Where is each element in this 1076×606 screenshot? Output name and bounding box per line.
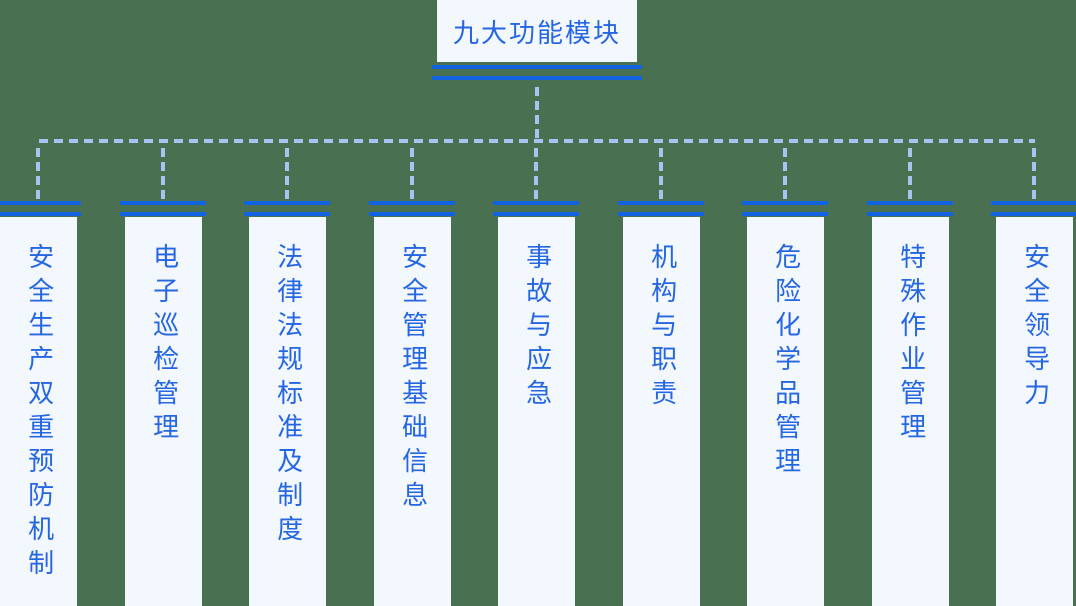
column-rule-top [244, 201, 330, 205]
root-underline-top [432, 65, 642, 69]
module-label: 特殊作业管理 [895, 243, 926, 447]
module-label: 安全领导力 [1019, 243, 1050, 413]
module-panel: 危险化学品管理 [746, 217, 824, 606]
column-rule-bottom [867, 212, 953, 216]
column-rule-top [369, 201, 455, 205]
module-col-2: 电子巡检管理 [120, 139, 206, 606]
trunk-connector-line [39, 139, 1035, 143]
module-label: 安全管理基础信息 [397, 243, 428, 515]
column-rule-bottom [991, 212, 1076, 216]
column-rule-top [867, 201, 953, 205]
module-label: 法律法规标准及制度 [272, 243, 303, 549]
module-panel: 机构与职责 [622, 217, 700, 606]
module-label: 机构与职责 [646, 243, 677, 413]
column-rule-bottom [120, 212, 206, 216]
column-rule-top [120, 201, 206, 205]
column-rule-top [493, 201, 579, 205]
branch-connector-line [783, 143, 787, 200]
module-panel: 法律法规标准及制度 [248, 217, 326, 606]
branch-connector-line [36, 143, 40, 200]
branch-connector-line [285, 143, 289, 200]
column-rule-bottom [742, 212, 828, 216]
branch-connector-line [908, 143, 912, 200]
branch-connector-line [659, 143, 663, 200]
branch-connector-line [1032, 143, 1036, 200]
column-rule-bottom [0, 212, 81, 216]
module-label: 安全生产双重预防机制 [23, 243, 54, 583]
root-connector-line [535, 82, 539, 139]
module-panel: 电子巡检管理 [124, 217, 202, 606]
column-rule-top [991, 201, 1076, 205]
module-panel: 安全生产双重预防机制 [0, 217, 77, 606]
branch-connector-line [161, 143, 165, 200]
module-col-6: 机构与职责 [618, 139, 704, 606]
module-panel: 安全领导力 [995, 217, 1073, 606]
column-rule-bottom [244, 212, 330, 216]
column-rule-bottom [369, 212, 455, 216]
module-label: 电子巡检管理 [148, 243, 179, 447]
root-node-label: 九大功能模块 [452, 18, 621, 49]
column-rule-bottom [493, 212, 579, 216]
branch-connector-line [534, 143, 538, 200]
module-col-8: 特殊作业管理 [867, 139, 953, 606]
module-panel: 事故与应急 [497, 217, 575, 606]
column-rule-top [618, 201, 704, 205]
module-panel: 安全管理基础信息 [373, 217, 451, 606]
module-label: 危险化学品管理 [770, 243, 801, 481]
branch-connector-line [410, 143, 414, 200]
column-rule-top [0, 201, 81, 205]
module-label: 事故与应急 [521, 243, 552, 413]
module-col-1: 安全生产双重预防机制 [0, 139, 81, 606]
column-rule-bottom [618, 212, 704, 216]
module-col-7: 危险化学品管理 [742, 139, 828, 606]
module-col-9: 安全领导力 [991, 139, 1076, 606]
column-rule-top [742, 201, 828, 205]
module-col-5: 事故与应急 [493, 139, 579, 606]
module-panel: 特殊作业管理 [871, 217, 949, 606]
root-underline-bottom [432, 76, 642, 80]
module-col-3: 法律法规标准及制度 [244, 139, 330, 606]
module-col-4: 安全管理基础信息 [369, 139, 455, 606]
root-node: 九大功能模块 [437, 0, 637, 62]
